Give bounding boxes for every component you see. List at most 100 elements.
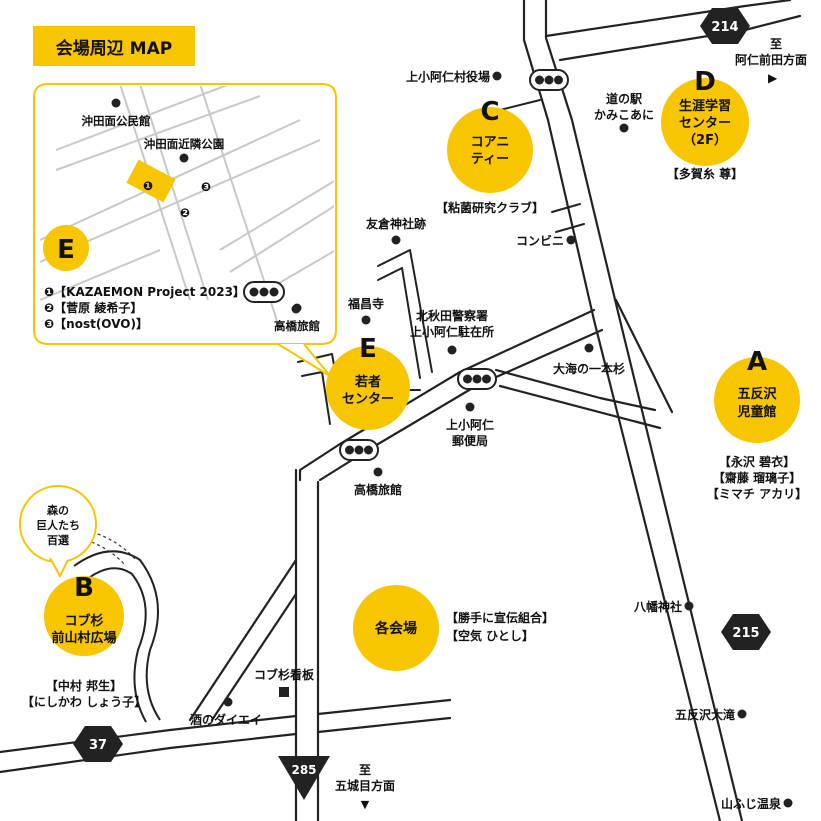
route-37-num: 37 <box>89 738 107 753</box>
liquor-label: 酒のダイエイ <box>190 712 262 727</box>
road-37-lower <box>0 732 298 774</box>
traffic-light-icon <box>529 69 569 91</box>
onsen-label: 山ふじ温泉 <box>721 796 782 811</box>
venue-b: 森の 巨人たち 百選 B コブ杉 前山村広場 【中村 邦生】 【にしかわ しょう… <box>19 485 146 709</box>
route-285-to-1: 至 <box>359 763 371 777</box>
venue-b-bubble-3: 百選 <box>47 534 69 547</box>
hachiman-label: 八幡神社 <box>633 599 682 614</box>
oumi-label: 大海の一本杉 <box>553 361 625 376</box>
map-title: 会場周辺 MAP <box>33 26 195 66</box>
road-east-left <box>522 0 722 821</box>
tomokura-label: 友倉神社跡 <box>365 216 426 231</box>
route-214-arrow-icon: ▶ <box>768 71 778 85</box>
venue-a-artist-3: 【ミマチ アカリ】 <box>707 486 807 501</box>
inset-entry-3: ❸【nost(OVO)】 <box>44 316 148 331</box>
inset-frame <box>33 83 337 345</box>
tomokura-road-a <box>377 249 433 373</box>
venue-all-artist-2: 【空気 ひとし】 <box>446 628 534 643</box>
route-215-num: 215 <box>732 626 759 641</box>
inset-inn-label: 高橋旅館 <box>274 319 320 333</box>
venue-e-name-1: 若者 <box>354 374 381 390</box>
road-37-east-lower <box>316 716 452 734</box>
konbini-label: コンビニ <box>516 233 564 248</box>
diagonal-road-lower <box>318 328 604 482</box>
venue-a-artist-1: 【永沢 碧衣】 <box>719 454 795 469</box>
fukusho-label: 福昌寺 <box>347 296 384 311</box>
inset-traffic-light-icon <box>243 281 285 303</box>
diagonal-road-upper <box>298 308 596 482</box>
route-37-shield-icon <box>73 726 123 762</box>
route-214-num: 214 <box>711 20 738 35</box>
inset-entry-1: ❶【KAZAEMON Project 2023】 <box>44 284 245 299</box>
inset-building <box>126 159 176 203</box>
venue-b-name-2: 前山村広場 <box>51 630 116 646</box>
route-285-arrow-icon: ▼ <box>361 798 370 811</box>
venue-d-name-2: センター <box>679 116 731 131</box>
route-285-to-2: 五城目方面 <box>335 778 395 793</box>
inn-label: 高橋旅館 <box>354 482 402 497</box>
venue-e-name-2: センター <box>342 392 394 407</box>
venue-c-name-1: コアニ <box>471 135 510 150</box>
road-214-upper <box>544 0 792 38</box>
otaki-label: 五反沢大滝 <box>675 707 735 722</box>
kobu-sign-label: コブ杉看板 <box>254 667 315 682</box>
route-214-215-road-left <box>518 0 640 18</box>
route-214-shield-icon <box>700 8 750 44</box>
police-label-1: 北秋田警察署 <box>416 308 488 323</box>
triangle-road-b <box>498 384 662 430</box>
route-215-shield-icon <box>721 614 771 650</box>
venue-all: 各会場 【勝手に宣伝組合】 【空気 ひとし】 <box>353 585 554 671</box>
michi-label-2: かみこあに <box>594 108 654 122</box>
route-215: 215 <box>721 614 771 650</box>
michi-label-1: 道の駅 <box>606 91 643 106</box>
venue-all-name: 各会場 <box>374 620 417 637</box>
traffic-light-icon <box>457 368 497 390</box>
venue-d: D 生涯学習 センター （2F） 【多賀糸 尊】 <box>661 67 749 181</box>
venue-b-name-1: コブ杉 <box>64 613 103 629</box>
venue-e: E 若者 センター <box>326 334 410 430</box>
venue-c: C コアニ ティー 【粘菌研究クラブ】 <box>436 97 544 215</box>
road-37-upper <box>0 714 298 754</box>
route-285: 285 至 五城目方面 ▼ <box>278 756 395 811</box>
venue-b-artist-2: 【にしかわ しょう子】 <box>22 694 146 709</box>
inset-marker-1: ❶ <box>143 179 153 193</box>
inset-pointer <box>277 343 331 377</box>
venue-d-name-3: （2F） <box>683 132 727 148</box>
venue-b-bubble-1: 森の <box>47 503 69 517</box>
branch-konbini-a <box>551 203 581 213</box>
kobu-dashed-lines <box>85 531 137 567</box>
venue-a-letter: A <box>747 347 767 377</box>
venue-a-artist-2: 【齋藤 瑠璃子】 <box>713 470 801 485</box>
inset-marker-2: ❷ <box>180 206 190 220</box>
venue-b-bubble-2: 巨人たち <box>36 518 80 532</box>
traffic-lights <box>339 69 569 461</box>
triangle-road-a <box>494 368 657 412</box>
route-214-to-1: 至 <box>770 37 782 51</box>
inset-park-marker <box>179 153 189 163</box>
venue-all-artist-1: 【勝手に宣伝組合】 <box>446 610 554 625</box>
route-214: 214 至 阿仁前田方面 ▶ <box>700 8 807 85</box>
traffic-light-icon <box>339 439 379 461</box>
route-285-num: 285 <box>291 763 316 777</box>
triangle-road-c <box>614 298 674 414</box>
venue-c-artist: 【粘菌研究クラブ】 <box>436 200 544 215</box>
road-37-east-upper <box>316 698 452 716</box>
inset-hall-marker <box>111 98 121 108</box>
venue-a: A 五反沢 児童館 【永沢 碧衣】 【齋藤 瑠璃子】 【ミマチ アカリ】 <box>707 347 807 501</box>
tomokura-road-b <box>377 267 421 379</box>
venue-a-name-2: 児童館 <box>736 404 776 420</box>
route-285-shield-icon <box>278 756 330 800</box>
venue-b-artist-1: 【中村 邦生】 <box>46 678 122 693</box>
route-214-to-2: 阿仁前田方面 <box>735 52 807 67</box>
wakamono-road-b <box>301 371 331 425</box>
venue-b-letter: B <box>74 573 94 603</box>
sw-road-a <box>188 558 298 722</box>
venue-c-letter: C <box>480 97 499 127</box>
inset-venue-e-circle <box>43 225 89 271</box>
route-37: 37 <box>73 726 123 762</box>
post-label-1: 上小阿仁 <box>446 417 494 432</box>
post-label-2: 郵便局 <box>452 433 488 448</box>
inset-map: 沖田面公民館 沖田面近隣公園 高橋旅館 ❶ ❷ ❸ E ❶【KAZAEMON P… <box>33 83 337 377</box>
place-markers <box>223 71 793 808</box>
